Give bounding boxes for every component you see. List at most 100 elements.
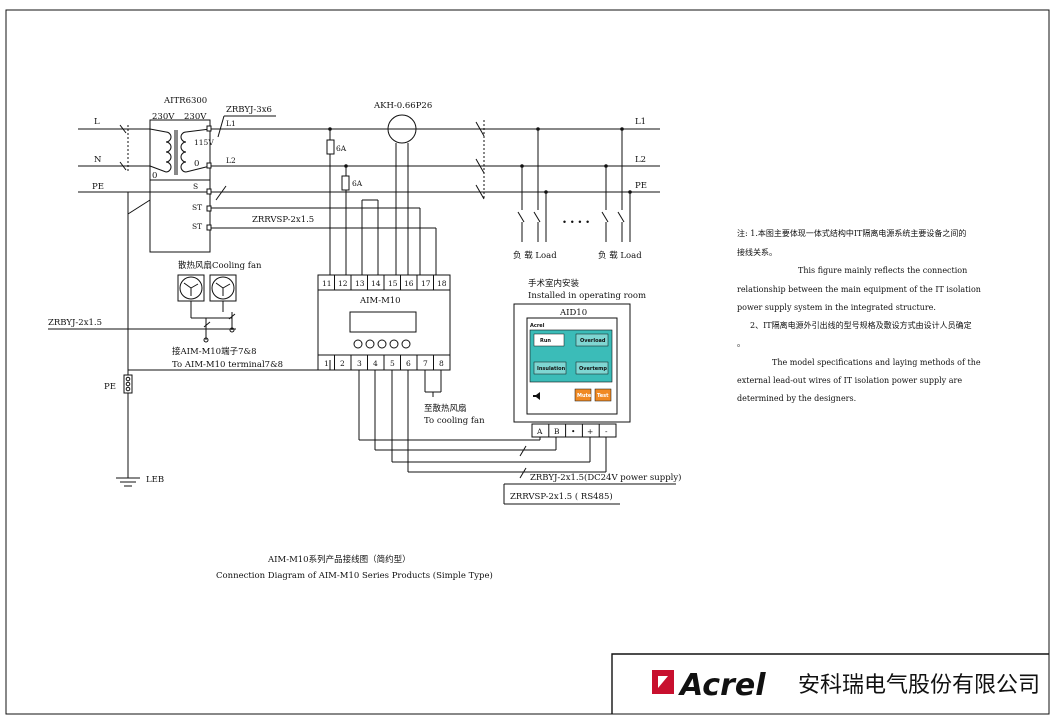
transformer-zero-a: 0 — [152, 171, 157, 181]
transformer-tap-v: 115V — [194, 138, 214, 147]
aid-mute-button[interactable] — [574, 388, 592, 402]
note-1-cn-a: 注: 1.本图主要体现一体式结构中IT隔离电源系统主要设备之间的 — [737, 228, 966, 238]
aid-terminal: • — [571, 427, 575, 436]
load-dots: • • • • — [562, 218, 590, 228]
aid-installed-en: Installed in operating room — [528, 291, 646, 301]
fuse-1-label: 6A — [336, 144, 347, 153]
aim-button-icon — [353, 339, 363, 349]
aid-brand: Acrel — [530, 323, 545, 329]
fans-terminal-en: To AIM-M10 terminal7&8 — [172, 360, 283, 370]
aid-mute: Mute — [577, 393, 592, 399]
transformer-primary-v: 230V — [152, 112, 175, 122]
aim-top-terminal: 18 — [437, 279, 447, 288]
pe-bar-label: PE — [104, 382, 116, 392]
note-1-en-a: This figure mainly reflects the connecti… — [798, 266, 967, 275]
transformer-secondary-v: 230V — [184, 112, 207, 122]
cable-aid-power: ZRBYJ-2x1.5(DC24V power supply) — [530, 472, 682, 483]
label-pe-out: PE — [635, 181, 647, 191]
label-t-l1: L1 — [226, 119, 236, 128]
aim-m10-unit: 11 12 13 14 15 16 17 18 AIM-M10 1 2 3 4 … — [317, 274, 451, 371]
fuse-2-label: 6A — [352, 179, 363, 188]
aim-button-icon — [377, 339, 387, 349]
aid-terminal-strip — [531, 423, 617, 438]
aid-test: Test — [597, 393, 609, 399]
cooling-fan-icon — [209, 274, 237, 302]
fuse-1: 6A — [326, 129, 347, 275]
aim-top-terminal: 14 — [371, 279, 381, 288]
label-l2-out: L2 — [635, 155, 646, 165]
aim-bottom-terminal: 8 — [439, 359, 444, 368]
aim-top-terminal: 13 — [355, 279, 365, 288]
aid-terminal: B — [554, 427, 560, 436]
caption-en: Connection Diagram of AIM-M10 Series Pro… — [216, 570, 493, 581]
transformer-label: AITR6300 — [163, 96, 207, 106]
aim-top-terminal: 12 — [338, 279, 348, 288]
label-t-st2: ST — [192, 222, 202, 231]
aim-button-icon — [365, 339, 375, 349]
input-breaker — [119, 124, 129, 172]
fans-terminal-cn: 接AIM-M10端子7&8 — [172, 346, 256, 357]
aid-terminal: - — [605, 427, 608, 436]
load-a-label: 负 载 Load — [513, 250, 557, 261]
aid-overload: Overload — [580, 338, 606, 344]
aim-top-terminal: 15 — [388, 279, 398, 288]
aid-overload-indicator — [575, 333, 609, 347]
aim-bottom-terminal: 4 — [373, 359, 378, 368]
footer-brand: Acrel — [678, 668, 766, 703]
cable-main: ZRBYJ-3x6 — [226, 105, 272, 115]
note-2-en-a: The model specifications and laying meth… — [772, 358, 981, 367]
aid-insulation-indicator — [533, 361, 567, 375]
cable-fan: ZRBYJ-2x1.5 — [48, 318, 102, 328]
label-t-st1: ST — [192, 203, 202, 212]
aid-run-indicator — [533, 333, 565, 347]
aim-button-icon — [401, 339, 411, 349]
aid-insulation: Insulation — [537, 366, 566, 372]
aim-fan-en: To cooling fan — [424, 416, 485, 426]
aim-bottom-terminal: 2 — [340, 359, 345, 368]
aid10-unit: AID10 Acrel Run Overload Insulation Over… — [513, 303, 631, 438]
note-2-en-b: external lead-out wires of IT isolation … — [737, 376, 962, 385]
aid-run: Run — [540, 338, 551, 344]
cooling-fan-icon — [177, 274, 205, 302]
label-pe-in: PE — [92, 182, 104, 192]
notes: 注: 1.本图主要体现一体式结构中IT隔离电源系统主要设备之间的 接线关系。 T… — [737, 228, 981, 403]
fans-title: 散热风扇Cooling fan — [178, 260, 262, 271]
aim-display — [349, 311, 417, 333]
note-2-en-c: determined by the designers. — [737, 394, 856, 403]
transformer-zero-b: 0 — [194, 159, 199, 169]
aid-terminal: + — [587, 427, 593, 436]
load-group: 负 载 Load 负 载 Load • • • • — [513, 129, 642, 261]
cable-aid-rs485: ZRRVSP-2x1.5 ( RS485) — [510, 491, 613, 502]
acrel-logo-icon — [652, 670, 674, 694]
aid-terminal: A — [536, 427, 543, 436]
aid-test-button[interactable] — [594, 388, 612, 402]
outer-frame — [5, 9, 1050, 715]
aim-bottom-terminal: 3 — [357, 359, 362, 368]
load-b-label: 负 载 Load — [598, 250, 642, 261]
label-l-in: L — [94, 117, 100, 127]
note-1-cn-b: 接线关系。 — [737, 247, 777, 257]
aim-button-icon — [389, 339, 399, 349]
aim-bottom-terminal: 1 — [324, 359, 329, 368]
note-2-cn-b: 。 — [737, 339, 745, 348]
aim-name: AIM-M10 — [359, 296, 401, 306]
aim-top-terminal: 16 — [404, 279, 414, 288]
leb-label: LEB — [146, 475, 164, 485]
ground-icon — [116, 477, 140, 487]
aid-name: AID10 — [559, 308, 587, 318]
footer-company: 安科瑞电气股份有限公司 — [798, 673, 1040, 698]
aim-bottom-terminal: 5 — [390, 359, 395, 368]
label-l1-out: L1 — [635, 117, 646, 127]
aid-installed-cn: 手术室内安装 — [528, 278, 580, 289]
cable-st: ZRRVSP-2x1.5 — [252, 215, 314, 225]
label-t-l2: L2 — [226, 156, 236, 165]
fuse-2: 6A — [341, 166, 363, 275]
aim-top-terminal: 17 — [421, 279, 431, 288]
transformer: AITR6300 230V 230V 115V 0 0 — [149, 96, 214, 253]
output-breaker — [475, 120, 485, 200]
label-t-s: S — [193, 182, 198, 191]
aid-overtemp: Overtemp — [579, 366, 607, 372]
aim-fan-cn: 至散热风扇 — [424, 403, 467, 414]
aim-top-terminal: 11 — [322, 279, 332, 288]
